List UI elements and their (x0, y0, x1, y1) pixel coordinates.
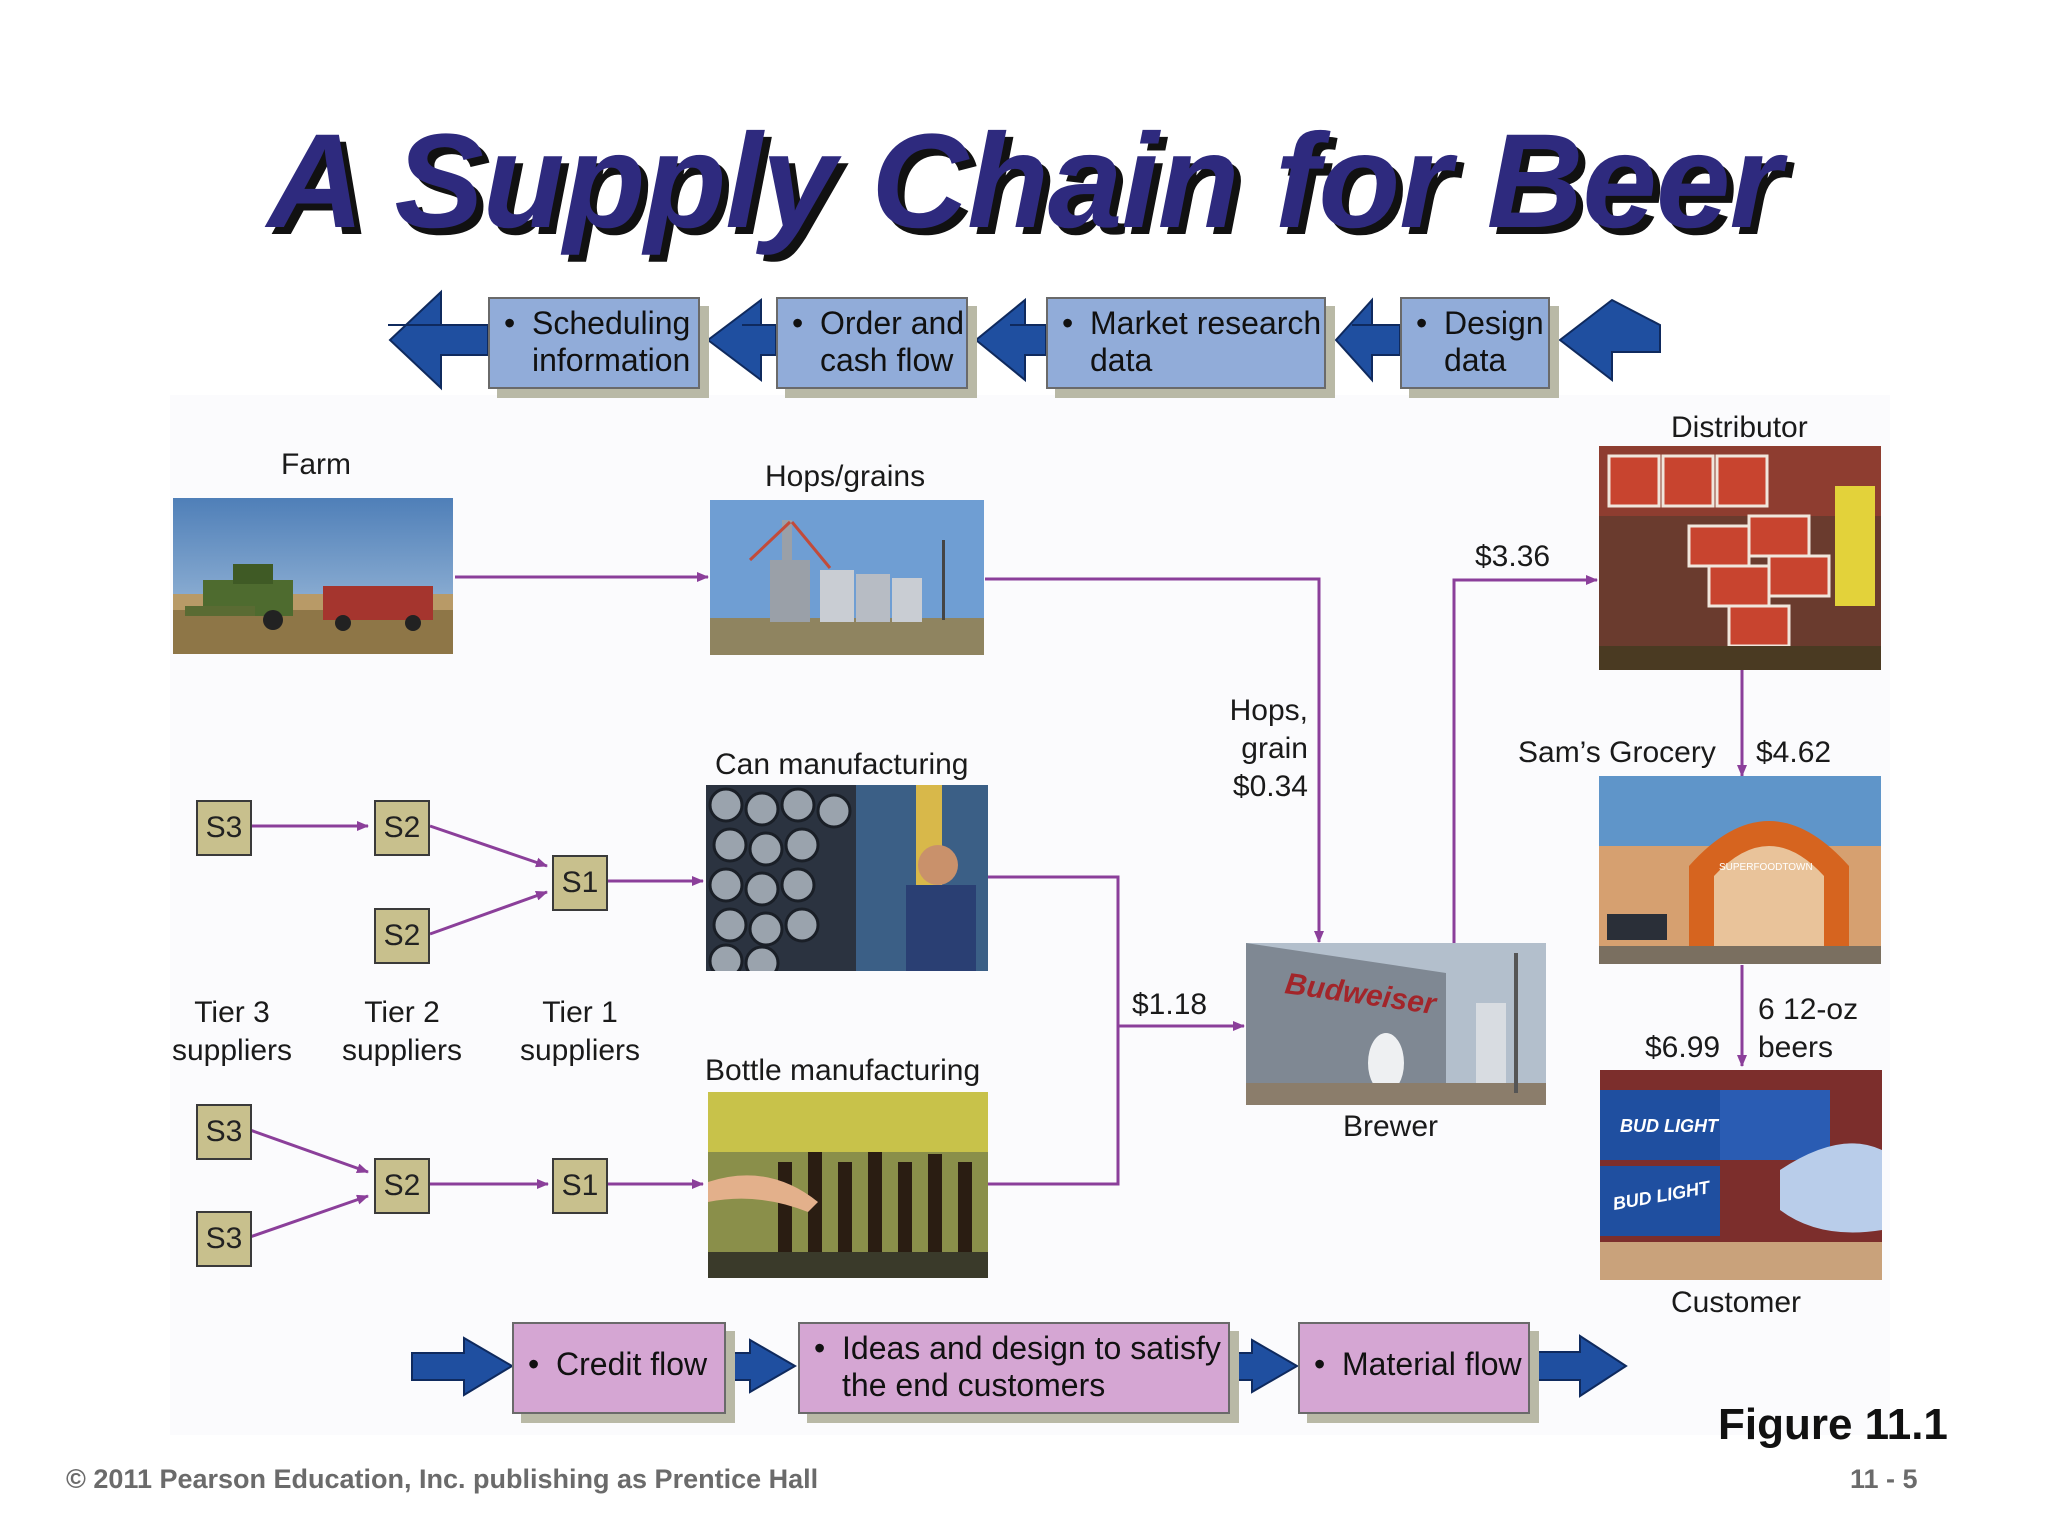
can-manufacturing-label: Can manufacturing (715, 748, 969, 781)
cans-and-worker-image (706, 785, 988, 971)
bullet-icon: • (814, 1330, 826, 1366)
distributor-label: Distributor (1671, 411, 1808, 444)
arrow-s2-to-s1-a (429, 824, 548, 868)
beer-cases-image: BUD LIGHT BUD LIGHT (1600, 1070, 1882, 1280)
farm-label: Farm (281, 448, 351, 481)
bullet-icon: • (504, 305, 516, 341)
bottle-manufacturing-photo (708, 1092, 988, 1278)
farm-photo (173, 498, 453, 654)
tier3-label: Tier 3 suppliers (171, 996, 293, 1067)
material-arrow-2 (724, 1338, 797, 1394)
info-arrow-4 (1334, 297, 1401, 383)
grocery-store-photo: SUPERFOODTOWN (1599, 776, 1881, 964)
grain-silos-image (710, 500, 984, 655)
arrow-s3-to-s2-b (249, 1194, 369, 1239)
bullet-icon: • (1062, 305, 1074, 341)
supplier-s3-upper: S3 (196, 800, 252, 856)
info-arrow-1 (388, 289, 489, 391)
page-number: 11 - 5 (1850, 1464, 1918, 1494)
brewery-image: Budweiser (1246, 943, 1546, 1105)
flow-box-text: Market research data (1090, 305, 1322, 378)
can-manufacturing-photo (706, 785, 988, 971)
bullet-icon: • (1314, 1346, 1326, 1382)
hops-grain-price-label: Hops, grain $0.34 (1229, 694, 1308, 803)
brewer-label: Brewer (1343, 1110, 1439, 1143)
flow-box-text: Credit flow (556, 1346, 708, 1382)
supplier-s2-lower: S2 (374, 1158, 430, 1214)
flow-box-ideas-and-design: • Ideas and design to satisfy the end cu… (798, 1322, 1230, 1414)
grocery-label: Sam’s Grocery (1518, 736, 1716, 769)
hops-grains-label: Hops/grains (765, 460, 926, 493)
page-title: A Supply Chain for Beer (267, 107, 1781, 256)
flow-box-order-and-cash-flow: • Order and cash flow (776, 297, 968, 389)
flow-box-design-data: • Design data (1400, 297, 1550, 389)
supplier-s3-lower-b: S3 (196, 1211, 252, 1267)
tier1-label: Tier 1 suppliers (519, 996, 641, 1067)
info-arrow-5 (1558, 298, 1661, 383)
customer-photo: BUD LIGHT BUD LIGHT (1600, 1070, 1882, 1280)
customer-label: Customer (1671, 1286, 1802, 1319)
warehouse-pallets-image (1599, 446, 1881, 670)
copyright-footer: © 2011 Pearson Education, Inc. publishin… (66, 1464, 819, 1494)
supplier-s1-upper: S1 (552, 855, 608, 911)
flow-box-text: Design data (1444, 305, 1544, 378)
arrow-s2-to-s1-b (429, 890, 548, 936)
bottle-manufacturing-label: Bottle manufacturing (705, 1054, 981, 1087)
bud-light-label-1: BUD LIGHT (1620, 1116, 1720, 1136)
flow-box-credit-flow: • Credit flow (512, 1322, 726, 1414)
tier2-label: Tier 2 suppliers (341, 996, 463, 1067)
arrow-brewer-to-distributor (1452, 575, 1598, 943)
flow-box-text: Material flow (1342, 1346, 1522, 1382)
figure-label: Figure 11.1 (1718, 1400, 1948, 1449)
grain-elevator-photo (710, 500, 984, 655)
grocery-price-label: $4.62 (1756, 736, 1832, 769)
flow-box-text: Order and cash flow (820, 305, 965, 378)
bullet-icon: • (1416, 305, 1428, 341)
combine-harvester-image (173, 498, 453, 654)
bullet-icon: • (528, 1346, 540, 1382)
material-arrow-1 (411, 1336, 514, 1397)
supplier-s2-upper-b: S2 (374, 908, 430, 964)
brewer-photo: Budweiser (1246, 943, 1546, 1105)
arrow-can-to-brewer (988, 875, 1245, 1031)
customer-price-label: $6.99 (1645, 1031, 1721, 1064)
foodtown-sign: SUPERFOODTOWN (1719, 862, 1813, 873)
material-arrow-4 (1527, 1334, 1628, 1398)
bullet-icon: • (792, 305, 804, 341)
distributor-photo (1599, 446, 1881, 670)
bottles-on-line-image (708, 1092, 988, 1278)
info-arrow-2 (706, 297, 777, 383)
supermarket-image: SUPERFOODTOWN (1599, 776, 1881, 964)
pack-size-label: 6 12-oz beers (1758, 993, 1859, 1064)
flow-box-text: Scheduling information (532, 305, 691, 378)
arrow-hops-to-brewer (985, 577, 1324, 943)
flow-box-market-research-data: • Market research data (1046, 297, 1326, 389)
supplier-s1-lower: S1 (552, 1158, 608, 1214)
arrow-s3-to-s2-a (249, 1128, 369, 1174)
flow-box-material-flow: • Material flow (1298, 1322, 1530, 1414)
material-arrow-3 (1225, 1338, 1299, 1394)
supplier-s2-upper-a: S2 (374, 800, 430, 856)
distributor-price-label: $3.36 (1475, 540, 1551, 573)
line-bottle-to-brewer (988, 1026, 1120, 1186)
supplier-s3-lower-a: S3 (196, 1104, 252, 1160)
container-price-label: $1.18 (1132, 988, 1208, 1021)
flow-box-scheduling-information: • Scheduling information (488, 297, 700, 389)
flow-box-text: Ideas and design to satisfy the end cust… (842, 1330, 1221, 1403)
info-arrow-3 (974, 297, 1047, 383)
